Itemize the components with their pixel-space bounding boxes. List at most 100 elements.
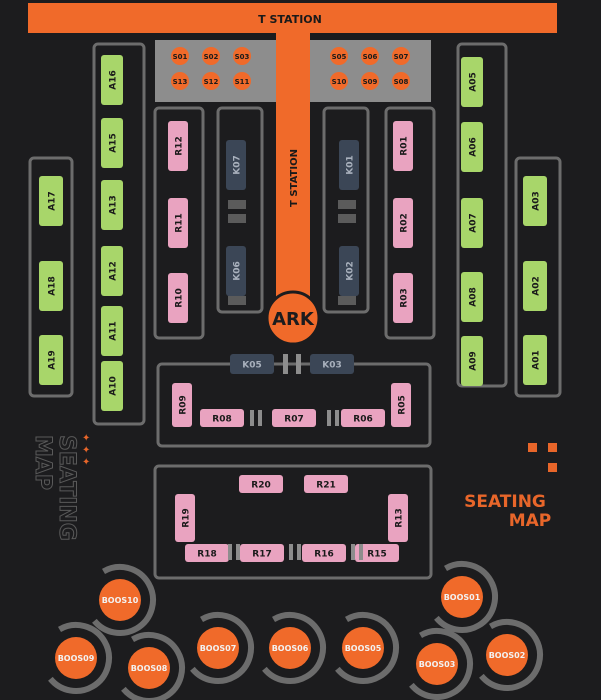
ark-logo-circle xyxy=(265,290,321,346)
section-a06-label: A06 xyxy=(469,137,479,157)
section-r20-block[interactable] xyxy=(239,475,283,493)
section-k01-block[interactable] xyxy=(339,140,359,190)
section-r06-label: R06 xyxy=(353,415,372,425)
section-r13-block[interactable] xyxy=(388,494,408,542)
section-r18-block[interactable] xyxy=(185,544,229,562)
divider xyxy=(236,544,240,560)
runway xyxy=(276,33,310,311)
section-r17-block[interactable] xyxy=(240,544,284,562)
booth-boos03[interactable] xyxy=(416,643,458,685)
section-r12-block[interactable] xyxy=(168,121,188,171)
section-a13-block[interactable] xyxy=(101,180,123,230)
section-r20-label: R20 xyxy=(251,481,270,491)
front-seat[interactable] xyxy=(171,47,189,65)
section-r16-block[interactable] xyxy=(302,544,346,562)
booth-boos01[interactable] xyxy=(441,576,483,618)
section-r15-label: R15 xyxy=(367,550,386,560)
section-a05-block[interactable] xyxy=(461,57,483,107)
section-a09-block[interactable] xyxy=(461,336,483,386)
section-r07-block[interactable] xyxy=(272,409,316,427)
section-k07-block[interactable] xyxy=(226,140,246,190)
section-a01-block[interactable] xyxy=(523,335,547,385)
booth-boos09[interactable] xyxy=(55,637,97,679)
front-seat-label: S07 xyxy=(394,53,409,61)
section-r12-label: R12 xyxy=(175,136,185,155)
section-a10-label: A10 xyxy=(109,376,119,396)
front-seat[interactable] xyxy=(233,47,251,65)
section-a13-label: A13 xyxy=(109,195,119,215)
section-k03-block[interactable] xyxy=(310,354,354,374)
section-r03-label: R03 xyxy=(400,288,410,307)
section-a10-block[interactable] xyxy=(101,361,123,411)
ark-logo: ARK xyxy=(272,309,315,330)
divider xyxy=(351,544,355,560)
section-k06-block[interactable] xyxy=(226,246,246,296)
booth-ring xyxy=(84,564,156,636)
booth-boos06[interactable] xyxy=(269,627,311,669)
section-a15-block[interactable] xyxy=(101,118,123,168)
front-seat[interactable] xyxy=(392,72,410,90)
section-r05-label: R05 xyxy=(398,395,408,414)
booth-boos10[interactable] xyxy=(99,579,141,621)
section-frame xyxy=(153,106,205,340)
section-k02-block[interactable] xyxy=(339,246,359,296)
front-seat-label: S08 xyxy=(394,78,409,86)
divider xyxy=(335,410,339,426)
title-line2: MAP xyxy=(509,511,552,531)
booth-boos07[interactable] xyxy=(197,627,239,669)
section-a19-block[interactable] xyxy=(39,335,63,385)
section-a08-label: A08 xyxy=(469,287,479,307)
front-seat[interactable] xyxy=(171,72,189,90)
section-r08-block[interactable] xyxy=(200,409,244,427)
booth-ring xyxy=(40,622,112,694)
section-r09-label: R09 xyxy=(179,395,189,414)
front-seat[interactable] xyxy=(361,72,379,90)
section-a09-label: A09 xyxy=(469,351,479,371)
front-seat[interactable] xyxy=(330,72,348,90)
section-a16-block[interactable] xyxy=(101,55,123,105)
section-r03-block[interactable] xyxy=(393,273,413,323)
section-a12-block[interactable] xyxy=(101,246,123,296)
section-a11-block[interactable] xyxy=(101,306,123,356)
section-k03-label: K03 xyxy=(322,361,342,371)
section-a08-block[interactable] xyxy=(461,272,483,322)
booth-boos08[interactable] xyxy=(128,647,170,689)
front-seat[interactable] xyxy=(330,47,348,65)
booth-label: BOOS08 xyxy=(131,664,168,673)
section-r06-block[interactable] xyxy=(341,409,385,427)
section-r05-block[interactable] xyxy=(391,383,411,427)
section-r11-block[interactable] xyxy=(168,198,188,248)
front-seat-label: S11 xyxy=(235,78,250,86)
connector-block xyxy=(338,200,356,209)
section-a17-block[interactable] xyxy=(39,176,63,226)
front-seat[interactable] xyxy=(233,72,251,90)
booth-boos02[interactable] xyxy=(486,634,528,676)
section-a07-block[interactable] xyxy=(461,198,483,248)
front-seat-label: S13 xyxy=(173,78,188,86)
front-seat[interactable] xyxy=(392,47,410,65)
section-a06-block[interactable] xyxy=(461,122,483,172)
booth-ring xyxy=(471,618,543,691)
booth-boos05[interactable] xyxy=(342,627,384,669)
section-a18-block[interactable] xyxy=(39,261,63,311)
front-seat[interactable] xyxy=(361,47,379,65)
section-r01-block[interactable] xyxy=(393,121,413,171)
section-r19-block[interactable] xyxy=(175,494,195,542)
section-r21-label: R21 xyxy=(316,481,335,491)
section-r11-label: R11 xyxy=(175,213,185,232)
section-r10-block[interactable] xyxy=(168,273,188,323)
title-line1: SEATING xyxy=(464,492,546,512)
section-k05-block[interactable] xyxy=(230,354,274,374)
front-seat[interactable] xyxy=(202,72,220,90)
section-r15-block[interactable] xyxy=(355,544,399,562)
connector-block xyxy=(228,214,246,223)
section-a03-block[interactable] xyxy=(523,176,547,226)
front-seat-label: S12 xyxy=(204,78,219,86)
front-seat[interactable] xyxy=(202,47,220,65)
section-r21-block[interactable] xyxy=(304,475,348,493)
section-r09-block[interactable] xyxy=(172,383,192,427)
section-a02-block[interactable] xyxy=(523,261,547,311)
front-seat-label: S03 xyxy=(235,53,250,61)
section-r02-block[interactable] xyxy=(393,198,413,248)
sparkle-icon: ✦ xyxy=(82,445,90,456)
